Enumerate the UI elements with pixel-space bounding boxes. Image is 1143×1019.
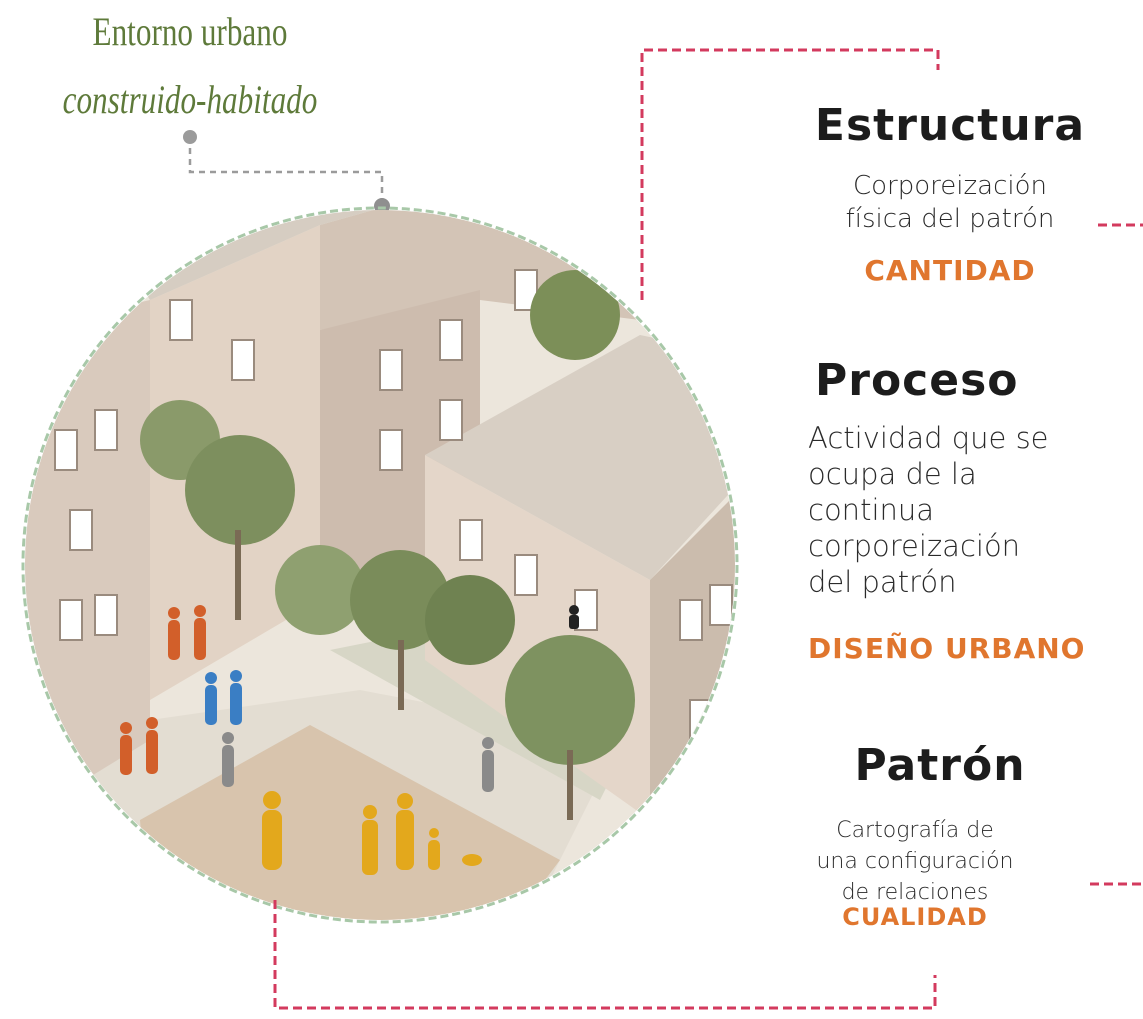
connector-estructura <box>640 48 940 300</box>
estructura-line-2: física del patrón <box>845 204 1055 234</box>
proceso-description: Actividad que se ocupa de la continua co… <box>808 420 1143 600</box>
proceso-title: Proceso <box>815 355 1019 406</box>
proceso-line-3: continua <box>808 493 935 527</box>
estructura-tag: CANTIDAD <box>864 254 1036 287</box>
proceso-line-4: corporeización <box>808 529 1021 563</box>
connector-patron <box>273 900 937 1010</box>
patron-line-1: Cartografía de <box>836 818 994 843</box>
proceso-line-5: del patrón <box>808 565 957 599</box>
environment-subtitle: construido-habitado <box>62 77 318 122</box>
estructura-line-1: Corporeización <box>853 171 1047 201</box>
circle-top-dot <box>374 198 390 214</box>
plaza <box>140 725 560 920</box>
red-connectors <box>273 48 1143 1010</box>
proceso-line-2: ocupa de la <box>808 457 977 491</box>
urban-scene-illustration <box>25 210 735 920</box>
building-right-roof <box>425 335 735 580</box>
patron-line-2: una configuración <box>816 849 1014 874</box>
estructura-description: Corporeización física del patrón <box>760 170 1140 236</box>
environment-title: Entorno urbano <box>92 9 288 54</box>
proceso-line-1: Actividad que se <box>808 421 1049 455</box>
patron-title: Patrón <box>854 740 1026 791</box>
title-connector <box>183 130 390 214</box>
scene-circle-outline <box>21 206 739 924</box>
patron-tag: CUALIDAD <box>842 903 988 931</box>
patron-line-3: de relaciones <box>841 880 989 905</box>
patron-description: Cartografía de una configuración de rela… <box>760 815 1070 908</box>
estructura-title: Estructura <box>814 100 1086 151</box>
trees <box>140 270 635 820</box>
windows <box>54 269 733 741</box>
proceso-tag: DISEÑO URBANO <box>808 632 1086 665</box>
people <box>120 605 579 875</box>
